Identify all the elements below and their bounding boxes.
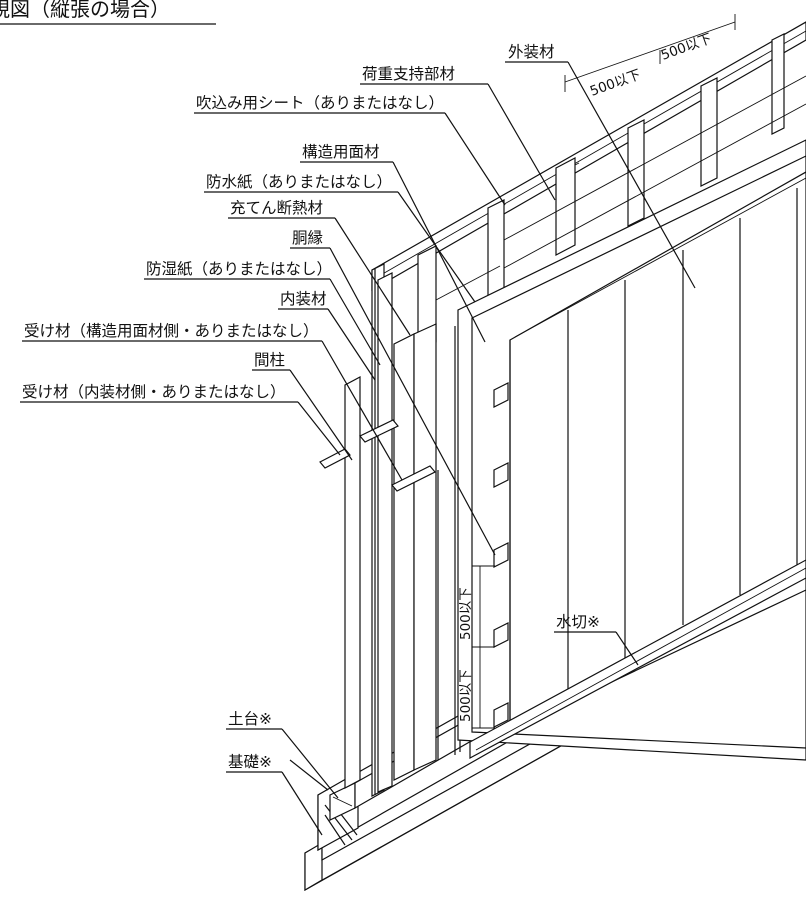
- receiver-pieces: [319, 419, 436, 492]
- dimension-vertical: 500以下 500以下: [458, 565, 495, 729]
- dim-horizontal-2: 500以下: [659, 31, 714, 64]
- dim-vertical-2: 500以下: [458, 669, 474, 722]
- label-exterior: 外装材: [508, 43, 555, 61]
- label-flashing: 水切※: [556, 613, 600, 631]
- label-furring: 胴縁: [292, 229, 323, 247]
- label-vapor-barrier: 防湿紙（ありまたはなし）: [146, 260, 332, 278]
- label-structural-panel: 構造用面材: [302, 143, 380, 161]
- label-insulation: 充てん断熱材: [230, 199, 323, 217]
- back-lines: [435, 75, 806, 301]
- label-load-support: 荷重支持部材: [362, 65, 455, 83]
- flashing: [469, 559, 806, 760]
- label-interior: 内装材: [280, 290, 327, 308]
- furring-clips: [493, 382, 509, 728]
- label-receiver-structural: 受け材（構造用面材側・ありまたはなし）: [24, 322, 319, 340]
- label-sill: 土台※: [228, 710, 272, 728]
- exterior-siding: [509, 171, 806, 731]
- left-wall-edge: [344, 263, 461, 797]
- label-foundation: 基礎※: [228, 753, 272, 771]
- label-receiver-interior: 受け材（内装材側・ありまたはなし）: [22, 383, 286, 401]
- dim-vertical-1: 500以下: [458, 587, 474, 640]
- label-blown-sheet: 吹込み用シート（ありまたはなし）: [196, 94, 444, 112]
- dim-horizontal-1: 500以下: [588, 67, 643, 100]
- diagram-title: 視図（縦張の場合）: [0, 0, 170, 21]
- label-stud: 間柱: [254, 351, 285, 369]
- label-waterproof-paper: 防水紙（ありまたはなし）: [206, 173, 392, 191]
